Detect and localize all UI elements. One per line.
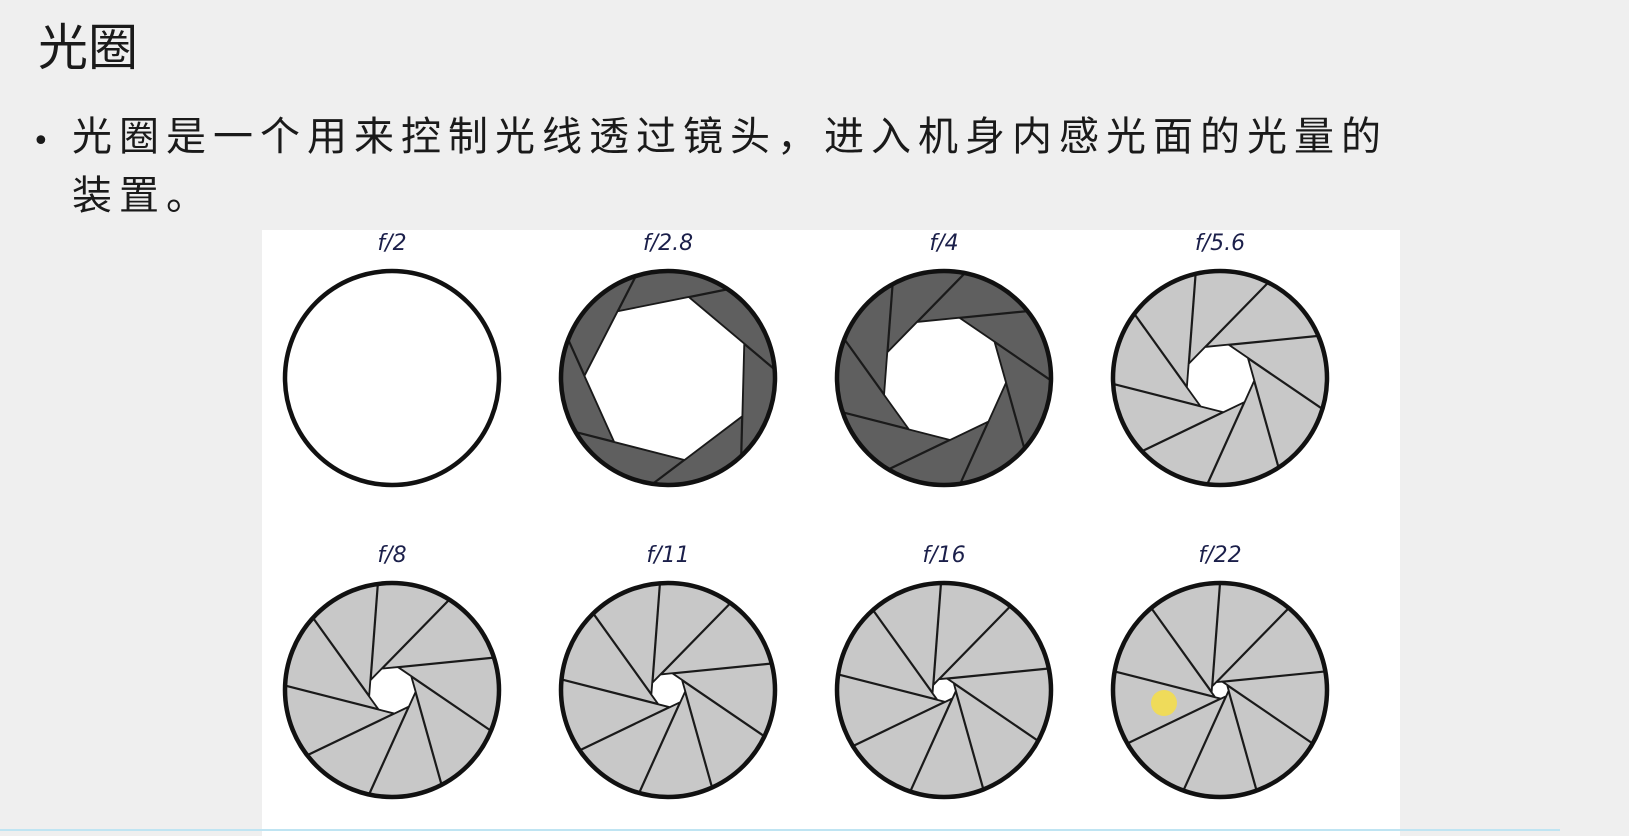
aperture-blade-edge <box>1211 607 1290 688</box>
aperture-blade-edge <box>592 612 660 705</box>
aperture-label: f/22 <box>1198 543 1242 568</box>
aperture-icon <box>558 268 778 488</box>
aperture-blade-edge <box>579 700 681 752</box>
aperture-blade-edge <box>650 583 662 695</box>
slide-title: 光圈 <box>38 19 138 77</box>
bullet-item: • 光圈是一个用来控制光线透过镜头，进入机身内感光面的光量的 装置。 <box>32 108 1622 226</box>
aperture-label: f/11 <box>646 543 690 568</box>
aperture-ring <box>1110 268 1330 488</box>
aperture-blade-edge <box>852 697 953 748</box>
aperture-icon <box>1110 268 1330 488</box>
aperture-opening <box>583 296 745 461</box>
aperture-blade-edge <box>397 666 492 732</box>
aperture-blade-edge <box>306 705 410 757</box>
aperture-blade-edge <box>638 690 687 794</box>
aperture-blade-edge <box>1150 607 1217 698</box>
aperture-diagram: f/5.6 <box>1090 230 1350 520</box>
aperture-ring <box>1110 580 1330 800</box>
pointer-highlight <box>1151 690 1177 716</box>
aperture-label: f/8 <box>377 543 407 568</box>
aperture-blade-edge <box>1114 670 1222 700</box>
aperture-icon <box>282 268 502 488</box>
aperture-blade-edge <box>561 678 670 709</box>
aperture-icon <box>282 580 502 800</box>
aperture-blade-edge <box>1182 690 1230 791</box>
aperture-blade-edge <box>369 598 451 682</box>
aperture-blade-edge <box>1126 694 1227 745</box>
aperture-ring <box>282 580 502 800</box>
aperture-blade-edge <box>284 684 395 715</box>
aperture-blade-edge <box>909 690 957 792</box>
aperture-blade-edge <box>946 677 1039 742</box>
aperture-blade-edge <box>680 679 714 788</box>
aperture-opening <box>1186 344 1255 413</box>
bullet-text-line-1: 光圈是一个用来控制光线透过镜头，进入机身内感光面的光量的 <box>72 114 1388 160</box>
aperture-diagram: f/8 <box>262 542 522 832</box>
aperture-blade-edge <box>1221 680 1314 745</box>
aperture-diagram: f/2 <box>262 230 522 520</box>
aperture-blade-edge <box>410 675 443 786</box>
aperture-label: f/2.8 <box>642 231 694 256</box>
aperture-blade-edge <box>837 673 946 703</box>
aperture-ring <box>558 268 778 488</box>
aperture-blade-edge <box>872 609 939 701</box>
aperture-blade-edge <box>671 672 766 738</box>
aperture-blade-edge <box>312 617 380 711</box>
aperture-blade-edge <box>368 691 417 795</box>
aperture-blade-edge <box>952 682 985 790</box>
divider-line <box>0 829 1560 831</box>
bullet-text-line-2: 装置。 <box>72 173 213 219</box>
aperture-figure: f/2 f/2.8 f/4 f/5.6 f/8 f/11 f/16 f/22 <box>262 230 1400 836</box>
aperture-opening <box>650 672 686 708</box>
aperture-ring <box>834 580 1054 800</box>
aperture-blade-edge <box>931 582 943 694</box>
aperture-label: f/16 <box>922 543 966 568</box>
aperture-icon <box>1110 580 1330 800</box>
aperture-ring <box>558 580 778 800</box>
aperture-diagram: f/22 <box>1090 542 1350 832</box>
aperture-ring <box>834 268 1054 488</box>
aperture-label: f/4 <box>929 231 959 256</box>
aperture-blade-edge <box>1216 670 1326 684</box>
bullet-dot-icon: • <box>32 124 50 159</box>
aperture-opening <box>1211 680 1230 700</box>
aperture-label: f/2 <box>377 231 407 256</box>
aperture-blade-edge <box>938 667 1049 681</box>
aperture-blade-edge <box>1210 582 1222 693</box>
aperture-icon <box>558 580 778 800</box>
aperture-blade-edge <box>660 662 772 676</box>
aperture-blade-edge <box>381 656 495 670</box>
aperture-ring <box>282 268 502 488</box>
aperture-blade-edge <box>1225 684 1258 791</box>
aperture-blade-edge <box>932 605 1012 686</box>
aperture-diagram: f/2.8 <box>538 230 798 520</box>
aperture-diagram: f/11 <box>538 542 798 832</box>
aperture-diagram: f/16 <box>814 542 1074 832</box>
aperture-blade-edge <box>368 583 379 697</box>
aperture-opening <box>931 677 957 703</box>
aperture-diagram: f/4 <box>814 230 1074 520</box>
aperture-opening <box>883 317 1007 441</box>
aperture-label: f/5.6 <box>1194 231 1246 256</box>
aperture-icon <box>834 268 1054 488</box>
aperture-icon <box>834 580 1054 800</box>
aperture-blade-edge <box>651 602 732 684</box>
aperture-open-area <box>285 271 499 485</box>
aperture-opening <box>368 666 417 715</box>
